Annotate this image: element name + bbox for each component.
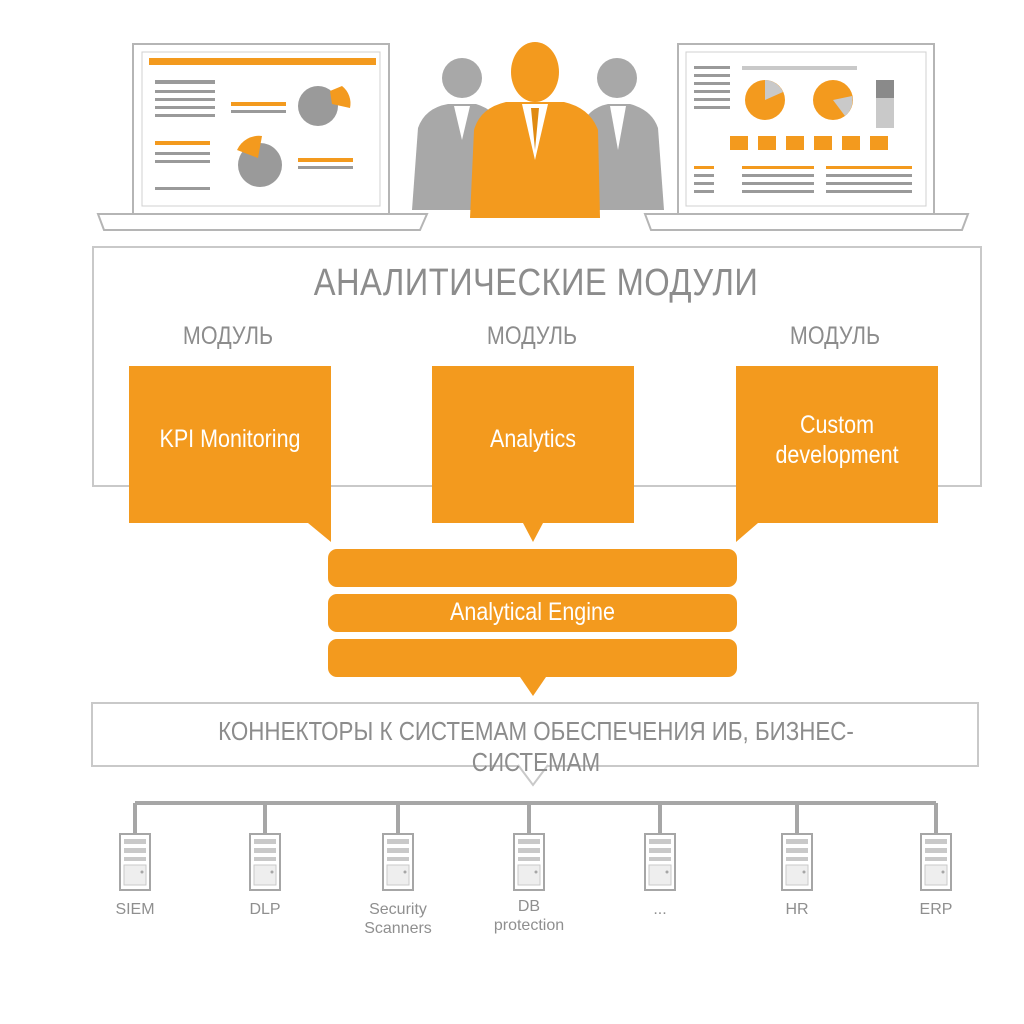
system-label: DLP xyxy=(249,901,281,918)
server-icon xyxy=(781,833,813,891)
engine-bar-bottom xyxy=(328,639,737,677)
server-icon xyxy=(119,833,151,891)
left-laptop-icon xyxy=(96,43,429,231)
server-icon xyxy=(644,833,676,891)
system-label: HR xyxy=(785,901,809,918)
custom-development-label: Custom development xyxy=(775,411,899,469)
engine-bar-middle xyxy=(328,594,737,632)
kpi-module-box xyxy=(129,366,331,542)
module-caption: МОДУЛЬ xyxy=(486,322,578,350)
connectors-notch xyxy=(517,764,549,787)
analytical-engine-label: Analytical Engine xyxy=(450,598,615,626)
system-label: SIEM xyxy=(115,901,155,918)
engine-arrow xyxy=(520,677,546,696)
connectors-box xyxy=(91,702,979,767)
engine-bar-top xyxy=(328,549,737,587)
business-people-icon xyxy=(412,42,664,218)
custom-module-box xyxy=(736,366,938,542)
system-label: ERP xyxy=(919,901,953,918)
analytic-modules-title: АНАЛИТИЧЕСКИЕ МОДУЛИ xyxy=(313,262,759,304)
right-laptop-icon xyxy=(643,43,970,231)
module-caption: МОДУЛЬ xyxy=(182,322,274,350)
module-caption: МОДУЛЬ xyxy=(789,322,881,350)
kpi-monitoring-label: KPI Monitoring xyxy=(159,425,301,453)
server-icon xyxy=(920,833,952,891)
server-icon xyxy=(513,833,545,891)
server-icon xyxy=(382,833,414,891)
analytics-label: Analytics xyxy=(489,425,577,453)
connectors-label: КОННЕКТОРЫ К СИСТЕМАМ ОБЕСПЕЧЕНИЯ ИБ, БИ… xyxy=(218,716,854,777)
header-illustration xyxy=(96,42,970,231)
system-label: ... xyxy=(653,901,667,918)
analytics-module-box xyxy=(432,366,634,542)
server-icon xyxy=(249,833,281,891)
connection-bus xyxy=(133,801,938,834)
